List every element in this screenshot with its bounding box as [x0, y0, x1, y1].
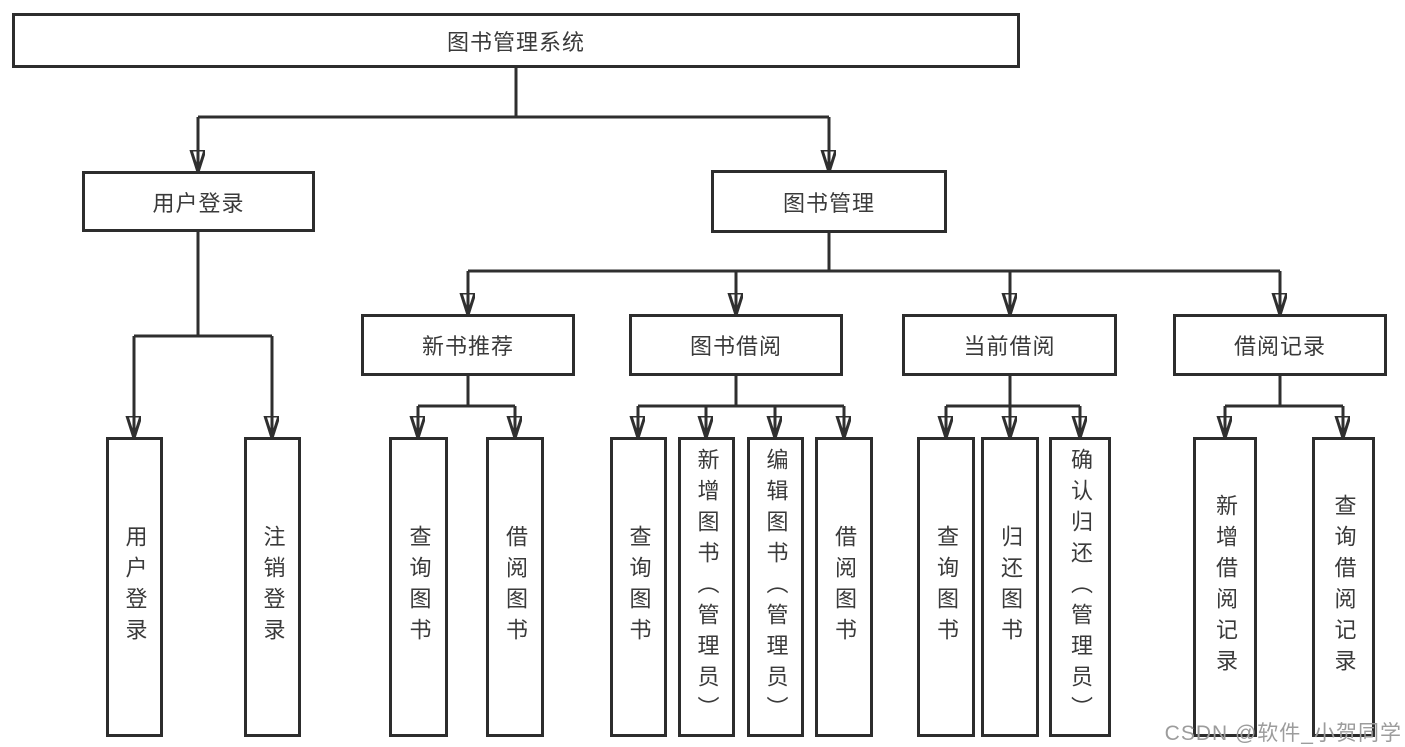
node-current-borrowing-label: 当前借阅	[963, 334, 1056, 359]
node-leaf-records-add: 新增借阅记录	[1193, 437, 1257, 737]
node-leaf-newbooks-borrow: 借阅图书	[486, 437, 544, 737]
node-book-borrowing-label: 图书借阅	[689, 334, 782, 359]
node-leaf-current-confirm-return-label: 确认归还（管理员）	[1068, 447, 1093, 727]
node-borrowing-records: 借阅记录	[1173, 314, 1387, 376]
node-user-login: 用户登录	[82, 171, 315, 232]
node-new-book-recommend-label: 新书推荐	[421, 334, 514, 359]
node-book-borrowing: 图书借阅	[629, 314, 843, 376]
node-leaf-borrowing-edit: 编辑图书（管理员）	[747, 437, 804, 737]
node-leaf-current-confirm-return: 确认归还（管理员）	[1049, 437, 1111, 737]
node-root-label: 图书管理系统	[446, 29, 585, 55]
node-leaf-borrowing-add-label: 新增图书（管理员）	[694, 447, 720, 727]
node-borrowing-records-label: 借阅记录	[1233, 334, 1326, 359]
node-root: 图书管理系统	[12, 13, 1020, 68]
node-leaf-borrowing-edit-label: 编辑图书（管理员）	[763, 447, 789, 727]
node-user-login-label: 用户登录	[152, 190, 245, 216]
node-leaf-logout: 注销登录	[244, 437, 301, 737]
node-leaf-records-query: 查询借阅记录	[1312, 437, 1375, 737]
node-leaf-current-query-label: 查询图书	[934, 525, 959, 649]
node-leaf-records-add-label: 新增借阅记录	[1213, 494, 1238, 680]
node-leaf-current-query: 查询图书	[917, 437, 975, 737]
csdn-watermark: CSDN @软件_小贺同学	[1164, 722, 1402, 745]
node-leaf-borrowing-borrow: 借阅图书	[815, 437, 873, 737]
node-leaf-borrowing-borrow-label: 借阅图书	[832, 525, 857, 649]
node-book-management-label: 图书管理	[782, 190, 875, 216]
node-leaf-newbooks-query: 查询图书	[389, 437, 448, 737]
node-new-book-recommend: 新书推荐	[361, 314, 575, 376]
node-leaf-current-return-label: 归还图书	[998, 525, 1023, 649]
node-leaf-borrowing-add: 新增图书（管理员）	[678, 437, 735, 737]
node-leaf-newbooks-borrow-label: 借阅图书	[503, 525, 528, 649]
node-leaf-records-query-label: 查询借阅记录	[1331, 494, 1357, 680]
node-leaf-logout-label: 注销登录	[260, 525, 286, 649]
node-book-management: 图书管理	[711, 170, 947, 233]
node-leaf-newbooks-query-label: 查询图书	[406, 525, 432, 649]
node-current-borrowing: 当前借阅	[902, 314, 1117, 376]
node-leaf-borrowing-query: 查询图书	[610, 437, 667, 737]
node-leaf-current-return: 归还图书	[981, 437, 1039, 737]
node-leaf-user-login: 用户登录	[106, 437, 163, 737]
node-leaf-user-login-label: 用户登录	[122, 525, 148, 649]
node-leaf-borrowing-query-label: 查询图书	[626, 525, 652, 649]
